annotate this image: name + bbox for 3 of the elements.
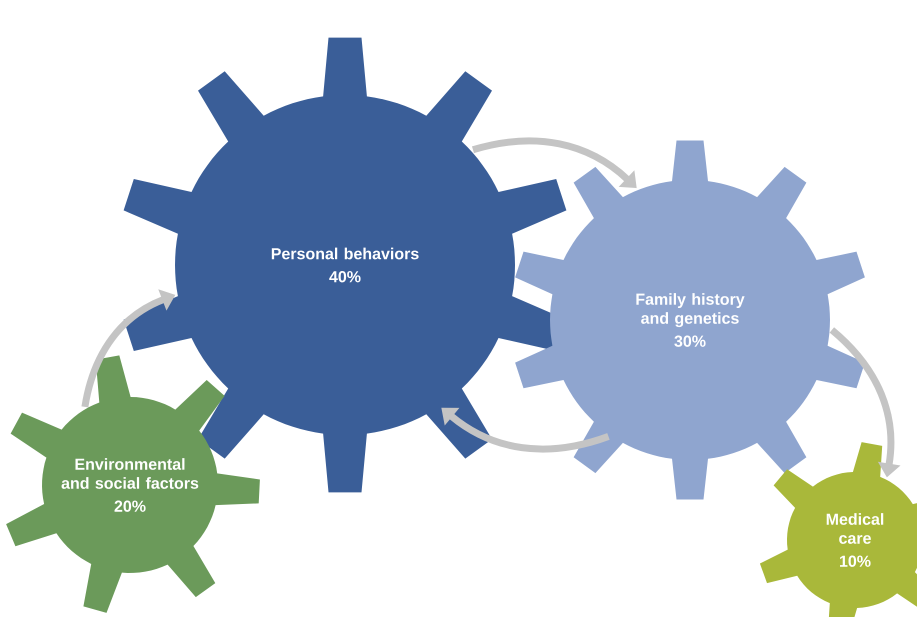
gear: Medical care 10% [760, 442, 917, 617]
gear: Environmental and social factors 20% [6, 355, 260, 613]
gear: Family history and genetics 30% [515, 140, 865, 500]
